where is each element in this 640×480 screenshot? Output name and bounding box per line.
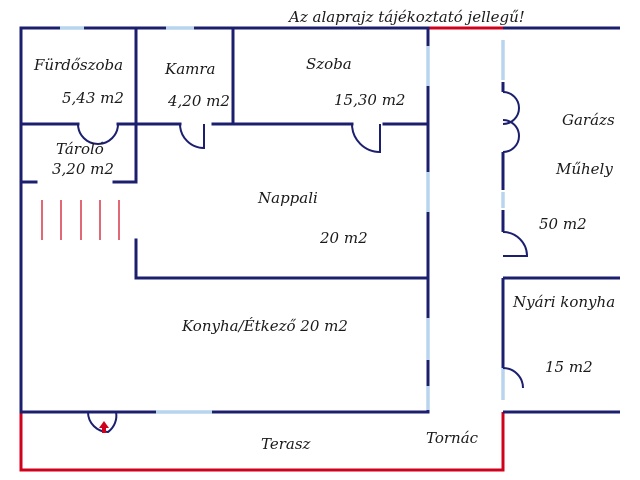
windows xyxy=(60,26,505,414)
room-label-kamra: Kamra xyxy=(164,60,216,78)
staircase xyxy=(41,200,120,240)
terrace-outline xyxy=(19,26,505,472)
room-label-nyari-konyha: Nyári konyha xyxy=(512,293,615,311)
room-area-szoba: 15,30 m2 xyxy=(334,91,405,109)
room-area-kamra: 4,20 m2 xyxy=(167,92,230,110)
room-area-furdoszoba: 5,43 m2 xyxy=(62,89,124,107)
room-label-furdoszoba: Fürdőszoba xyxy=(33,56,123,74)
room-label-garazs: Garázs xyxy=(562,111,615,129)
entrance-arrow-icon xyxy=(99,421,109,433)
room-area-nyari-konyha: 15 m2 xyxy=(545,358,593,376)
room-area-garazs: 50 m2 xyxy=(539,215,587,233)
room-area-nappali: 20 m2 xyxy=(319,229,368,247)
disclaimer-note: Az alaprajz tájékoztató jellegű! xyxy=(287,8,525,26)
garage-walls xyxy=(501,26,620,414)
room-area-tarolo: 3,20 m2 xyxy=(52,160,114,178)
house-walls xyxy=(19,26,430,414)
room-label-terasz: Terasz xyxy=(261,435,311,453)
room-label-tornac: Tornác xyxy=(426,429,479,447)
room-label-nappali: Nappali xyxy=(257,189,318,207)
door-arcs xyxy=(77,91,529,434)
room-label-szoba: Szoba xyxy=(306,55,352,73)
room-label-tarolo: Tároló xyxy=(56,140,104,158)
room-label-konyha: Konyha/Étkező 20 m2 xyxy=(181,317,348,335)
room-label-muhely: Műhely xyxy=(555,160,613,178)
